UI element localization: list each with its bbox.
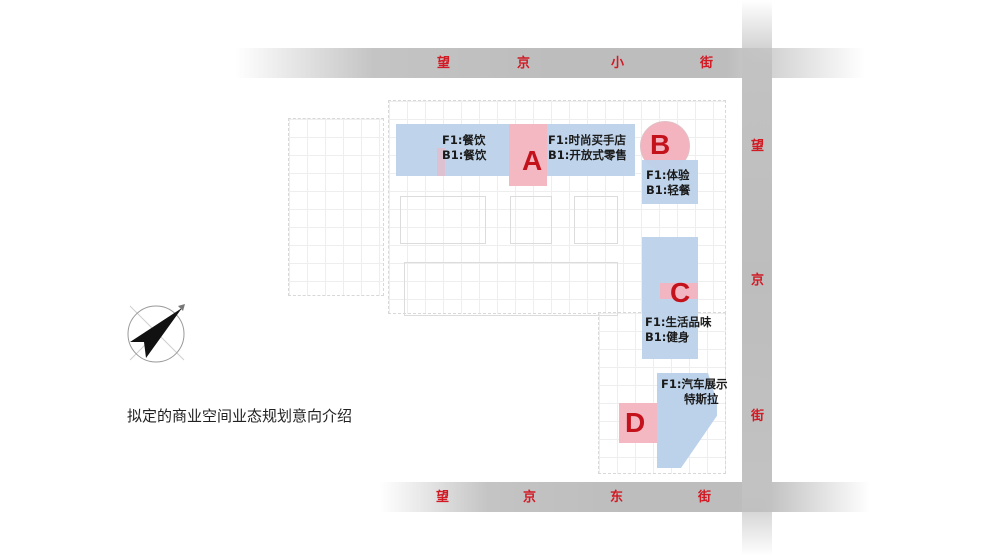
- zone-dining-b1: B1:餐饮: [442, 148, 487, 162]
- zone-d-label: F1:汽车展示 特斯拉: [661, 377, 727, 407]
- road-label-char: 望: [436, 490, 450, 505]
- zone-a-b1: B1:开放式零售: [548, 148, 627, 162]
- north-arrow-icon: [127, 304, 185, 363]
- zone-c-b1: B1:健身: [645, 330, 690, 344]
- floor-plan-west-wing: [288, 118, 384, 296]
- zone-c-f1: F1:生活品味: [645, 315, 712, 329]
- road-label-char: 京: [523, 490, 537, 505]
- zone-b-letter: B: [650, 129, 671, 160]
- zone-dining-f1: F1:餐饮: [442, 133, 486, 147]
- road-label-char: 小: [611, 56, 625, 71]
- road-label-char: 京: [517, 56, 531, 71]
- zone-d-note: 特斯拉: [683, 392, 719, 406]
- road-label-char: 街: [751, 409, 765, 424]
- zone-dining-accent: [437, 148, 445, 176]
- road-label-char: 望: [751, 139, 765, 154]
- zone-c-letter: C: [670, 277, 691, 308]
- road-label-char: 望: [437, 56, 451, 71]
- zone-a-label: F1:时尚买手店 B1:开放式零售: [548, 133, 627, 163]
- zone-d-letter: D: [625, 407, 646, 438]
- zone-dining-block[interactable]: [396, 124, 509, 176]
- zone-a-f1: F1:时尚买手店: [548, 133, 626, 147]
- zone-dining-label: F1:餐饮 B1:餐饮: [442, 133, 486, 163]
- zone-b-b1: B1:轻餐: [646, 183, 691, 197]
- zone-d-f1: F1:汽车展示: [661, 377, 728, 391]
- page-caption: 拟定的商业空间业态规划意向介绍: [127, 407, 353, 425]
- road-label-char: 街: [698, 490, 712, 505]
- zone-a-pink[interactable]: [509, 124, 547, 186]
- atrium-outline: [400, 196, 486, 244]
- atrium-outline: [510, 196, 552, 244]
- podium-outline: [404, 262, 618, 316]
- atrium-outline: [574, 196, 618, 244]
- zone-c-label: F1:生活品味 B1:健身: [645, 315, 711, 345]
- zone-a-blue[interactable]: [547, 124, 635, 176]
- zone-d-pink[interactable]: [619, 403, 657, 443]
- road-label-char: 京: [751, 273, 765, 288]
- road-label-char: 东: [610, 490, 624, 505]
- road-label-char: 街: [700, 56, 714, 71]
- zone-a-letter: A: [522, 145, 543, 176]
- zone-c-pink: [660, 283, 698, 299]
- zone-b-blue[interactable]: [642, 160, 698, 204]
- zone-b-f1: F1:体验: [646, 168, 690, 182]
- road-wangjing-dongjie: [380, 482, 870, 512]
- road-wangjing-jie: [742, 0, 772, 556]
- zone-b-label: F1:体验 B1:轻餐: [646, 168, 690, 198]
